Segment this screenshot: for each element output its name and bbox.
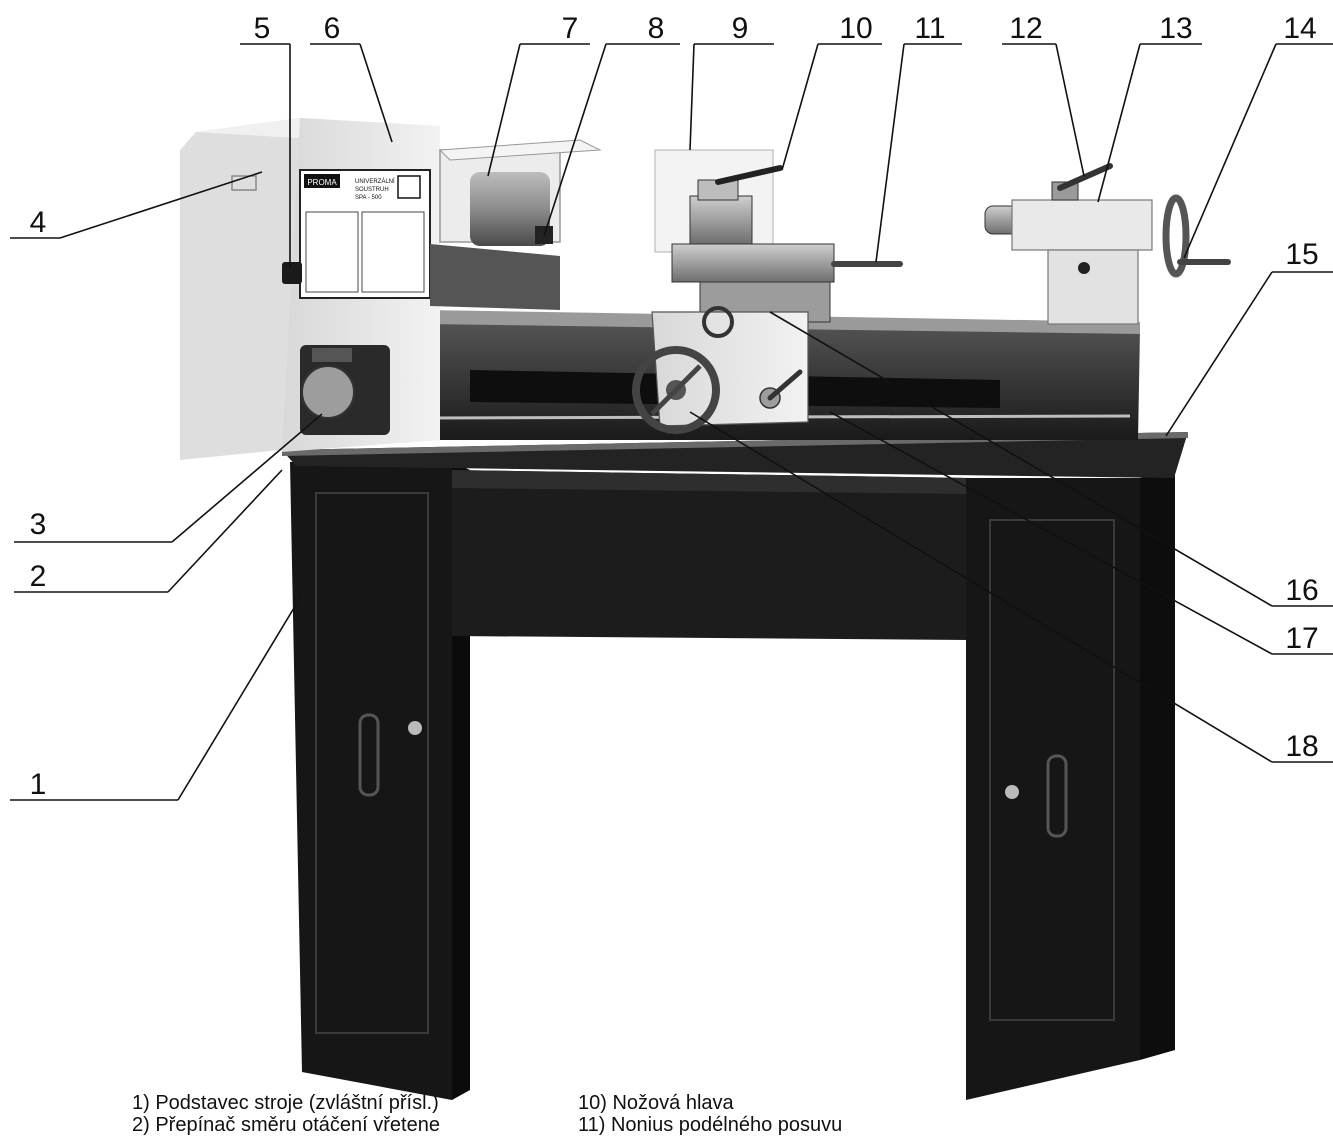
speed-knob — [282, 262, 302, 284]
compound-handwheel — [702, 306, 734, 338]
nameplate-line3: SPA - 500 — [355, 195, 382, 201]
tailstock-base — [1047, 249, 1139, 325]
right-cabinet-side — [1140, 470, 1175, 1060]
tool-post-lever — [715, 165, 783, 185]
carriage — [632, 149, 903, 434]
tailstock-clamp-lever — [1057, 163, 1113, 191]
nameplate-logo-bg — [304, 174, 340, 188]
right-door-lock — [1005, 785, 1019, 799]
right-door-handle — [1046, 754, 1068, 838]
nameplate-table — [305, 211, 359, 293]
spindle-chuck — [470, 172, 550, 246]
tailstock — [984, 163, 1231, 325]
apron-handwheel — [632, 346, 720, 434]
tailstock-lock-bolt — [1078, 262, 1090, 274]
legend-item-2: 2) Přepínač směru otáčení vřetene — [132, 1114, 440, 1136]
belt-cover-vents — [231, 175, 257, 191]
gear-cover — [430, 244, 560, 310]
callout-leader-7 — [487, 43, 521, 177]
callout-leader-16 — [769, 311, 1273, 607]
callout-leader-13 — [1097, 43, 1141, 203]
callout-label-12: 12 — [1009, 12, 1042, 45]
callout-leader-1 — [177, 597, 301, 801]
right-cabinet-door — [989, 519, 1115, 1021]
nameplate-ce-mark — [397, 175, 421, 199]
stand-bridge — [452, 470, 970, 640]
nameplate-line1: UNIVERZÁLNÍ — [355, 178, 395, 185]
callout-label-5: 5 — [254, 12, 271, 45]
apron-handwheel-spoke — [674, 364, 702, 392]
callout-label-13: 13 — [1159, 12, 1192, 45]
belt-cover — [180, 118, 300, 460]
chip-tray — [282, 432, 1188, 478]
tool-post — [689, 195, 753, 245]
callout-leader-12 — [1055, 43, 1085, 177]
callout-leader-14 — [1183, 43, 1277, 259]
nameplate-line2: SOUSTRUH — [355, 187, 389, 193]
callout-leader-8 — [543, 43, 607, 237]
emergency-stop-button — [301, 365, 355, 419]
chuck-guard-lid — [438, 139, 602, 161]
left-door-handle — [358, 713, 380, 797]
callout-leader-6 — [359, 43, 393, 143]
callout-leader-9 — [689, 43, 695, 151]
right-cabinet — [966, 478, 1140, 1100]
callout-label-8: 8 — [648, 12, 665, 45]
callout-leader-4 — [59, 171, 263, 239]
stand-bridge-shade — [452, 470, 970, 494]
callout-leader-11 — [875, 43, 905, 263]
legend-item-10: 10) Nožová hlava — [578, 1092, 734, 1114]
callout-label-2: 2 — [30, 560, 47, 593]
headstock: PROMA UNIVERZÁLNÍ SOUSTRUH SPA - 500 — [180, 118, 602, 460]
callout-label-14: 14 — [1283, 12, 1316, 45]
callout-label-18: 18 — [1285, 730, 1318, 763]
callout-label-11: 11 — [914, 12, 945, 45]
callout-leader-3 — [171, 413, 323, 543]
callout-leader-18 — [689, 411, 1273, 763]
callout-label-6: 6 — [324, 12, 341, 45]
callout-label-15: 15 — [1285, 238, 1318, 271]
callout-label-1: 1 — [30, 768, 47, 801]
tailstock-handwheel — [1162, 194, 1190, 278]
cross-slide — [671, 243, 835, 283]
machine-stand — [282, 432, 1188, 1100]
nameplate-table-2 — [361, 211, 425, 293]
callout-leader-15 — [1165, 271, 1273, 437]
nameplate-brand: PROMA — [307, 178, 337, 187]
left-cabinet — [290, 462, 452, 1100]
legend-item-1: 1) Podstavec stroje (zvláštní přísl.) — [132, 1092, 439, 1114]
callout-leader-2 — [167, 469, 283, 593]
switch-lever — [312, 348, 352, 362]
callout-label-4: 4 — [30, 206, 47, 239]
callout-leaders — [10, 43, 1333, 801]
half-nut-handle — [767, 369, 803, 401]
nameplate — [299, 169, 431, 299]
callout-label-9: 9 — [732, 12, 749, 45]
callout-label-16: 16 — [1285, 574, 1318, 607]
callout-leader-10 — [781, 43, 819, 171]
left-door-lock — [408, 721, 422, 735]
callout-label-7: 7 — [562, 12, 579, 45]
apron-handwheel-spoke-2 — [650, 388, 678, 416]
callout-leader-17 — [829, 411, 1273, 655]
callout-label-17: 17 — [1285, 622, 1318, 655]
callout-label-3: 3 — [30, 508, 47, 541]
tailstock-body — [1011, 199, 1153, 251]
legend-item-11: 11) Nonius podélného posuvu — [578, 1114, 843, 1136]
left-cabinet-door — [315, 492, 429, 1034]
callout-label-10: 10 — [839, 12, 872, 45]
